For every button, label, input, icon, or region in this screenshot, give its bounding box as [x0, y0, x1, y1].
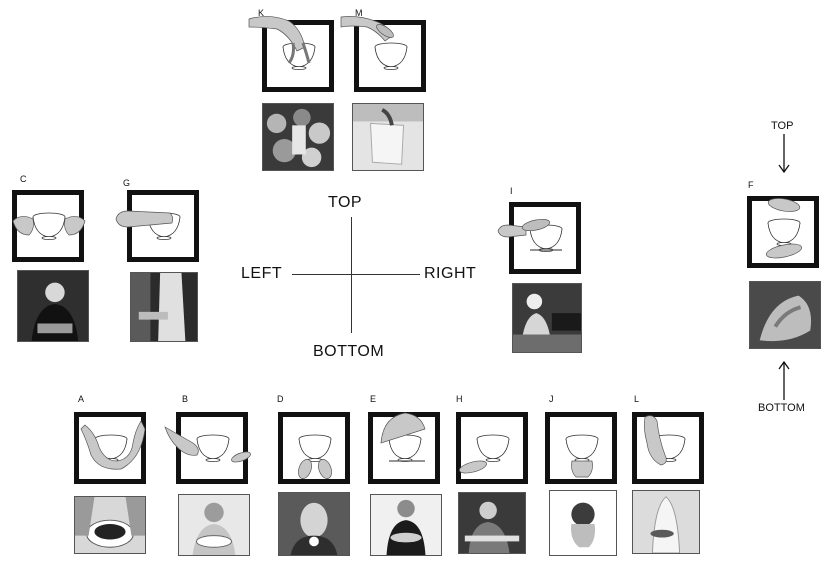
- photo-i: [512, 283, 582, 353]
- panel-letter-m: M: [355, 8, 363, 18]
- up-arrow-icon: [778, 360, 790, 400]
- down-arrow-icon: [778, 134, 790, 174]
- panel-k: [248, 16, 334, 92]
- panel-letter-g: G: [123, 178, 131, 188]
- bowl-hands-icon: [80, 420, 146, 470]
- panel-letter-d: D: [277, 394, 284, 404]
- panel-i: [497, 202, 581, 274]
- panel-letter-e: E: [370, 394, 377, 404]
- bowl-hands-icon: [12, 212, 86, 240]
- compass-bottom-label: BOTTOM: [313, 343, 385, 360]
- side-top-label: TOP: [771, 120, 794, 132]
- compass-vertical-line: [351, 217, 352, 333]
- photo-l: [632, 490, 700, 554]
- panel-letter-b: B: [182, 394, 189, 404]
- panel-m: [340, 16, 426, 92]
- bowl-hands-icon: [340, 16, 408, 70]
- panel-a: [74, 412, 146, 484]
- bowl-hands-icon: [565, 434, 599, 478]
- panel-l: [632, 412, 704, 484]
- panel-c: [12, 190, 86, 262]
- compass-left-label: LEFT: [241, 265, 283, 282]
- panel-letter-k: K: [258, 8, 265, 18]
- photo-d: [278, 492, 350, 556]
- bowl-hands-icon: [164, 426, 251, 463]
- panel-letter-a: A: [78, 394, 85, 404]
- bowl-hands-icon: [459, 434, 510, 474]
- panel-letter-i: I: [510, 186, 513, 196]
- compass-right-label: RIGHT: [424, 265, 477, 282]
- compass-horizontal-line: [292, 274, 420, 275]
- photo-f: [749, 281, 821, 349]
- photo-c: [17, 270, 89, 342]
- panel-letter-h: H: [456, 394, 463, 404]
- photo-e: [370, 494, 442, 556]
- bowl-hands-icon: [380, 412, 426, 462]
- panel-letter-c: C: [20, 174, 27, 184]
- bowl-hands-icon: [497, 218, 563, 252]
- panel-b: [164, 412, 251, 484]
- panel-f: [747, 196, 819, 268]
- panel-letter-j: J: [549, 394, 554, 404]
- bowl-hands-icon: [248, 16, 316, 70]
- side-bottom-label: BOTTOM: [758, 402, 805, 414]
- compass-top-label: TOP: [328, 194, 363, 211]
- photo-b: [178, 494, 250, 556]
- panel-e: [368, 412, 440, 484]
- panel-h: [456, 412, 528, 484]
- panel-letter-f: F: [748, 180, 754, 190]
- bowl-hands-icon: [298, 434, 332, 479]
- photo-k: [262, 103, 334, 171]
- photo-a: [74, 496, 146, 554]
- bowl-hands-icon: [765, 198, 803, 259]
- photo-g: [130, 272, 198, 342]
- bowl-hands-icon: [115, 210, 181, 240]
- photo-h: [458, 492, 526, 554]
- panel-d: [278, 412, 350, 484]
- panel-g: [115, 190, 199, 262]
- panel-letter-l: L: [634, 394, 640, 404]
- panel-j: [545, 412, 617, 484]
- photo-m: [352, 103, 424, 171]
- photo-j: [549, 490, 617, 556]
- bowl-hands-icon: [643, 415, 686, 466]
